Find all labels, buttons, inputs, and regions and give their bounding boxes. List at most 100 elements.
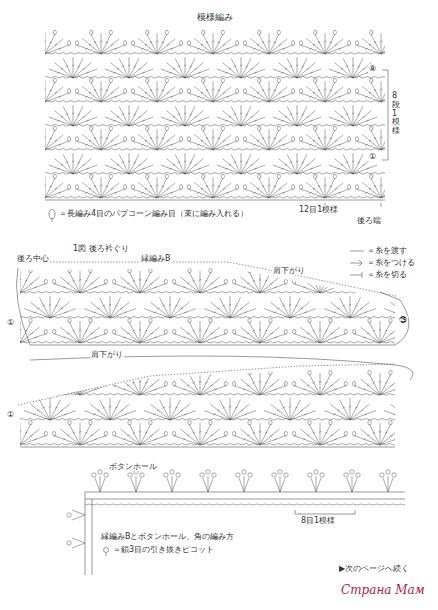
chain-arcs: [10, 342, 410, 344]
edging-stitch: [383, 476, 393, 492]
picot: [278, 470, 282, 474]
edging-stitch: [131, 476, 141, 492]
popcorn-stitch: [344, 279, 347, 284]
fan-stitch: [264, 398, 316, 420]
fan-stitch: [0, 423, 46, 445]
popcorn-stitch: [404, 381, 407, 386]
fan-stitch: [105, 153, 153, 174]
popcorn-stitch: [353, 431, 356, 436]
popcorn-stitch: [104, 279, 107, 284]
popcorn-stitch: [149, 268, 152, 273]
fan-stitch: [385, 153, 386, 174]
fan-stitch: [414, 373, 438, 395]
fan-stitch: [133, 81, 181, 102]
popcorn-stitch: [333, 30, 336, 35]
popcorn-stitch: [277, 30, 280, 35]
picot: [128, 473, 132, 477]
popcorn-stitch: [187, 185, 190, 190]
popcorn-stitch: [180, 89, 183, 94]
popcorn-stitch: [404, 431, 407, 436]
popcorn-stitch: [104, 381, 107, 386]
fan-stitch: [54, 423, 106, 445]
edge-note: 後ろ端: [356, 216, 382, 225]
popcorn-stitch: [292, 41, 295, 46]
popcorn-stitch: [277, 78, 280, 83]
picot: [350, 470, 354, 474]
fan-stitch: [414, 321, 438, 343]
edging-stitch: [95, 476, 105, 492]
picot: [176, 473, 180, 477]
popcorn-stitch: [165, 78, 168, 83]
popcorn-stitch: [243, 89, 246, 94]
popcorn-stitch: [308, 318, 311, 323]
popcorn-stitch: [8, 268, 11, 273]
popcorn-stitch: [221, 126, 224, 131]
popcorn-stitch: [128, 268, 131, 273]
shoulder-chart: [0, 370, 438, 445]
popcorn-stitch: [348, 89, 351, 94]
row-number: ①: [368, 152, 377, 161]
fan-stitch: [0, 373, 46, 395]
fan-stitch: [384, 296, 436, 318]
popcorn-stitch: [44, 279, 47, 284]
popcorn-stitch: [368, 420, 371, 425]
popcorn-stitch: [68, 370, 71, 375]
fan-stitch: [204, 398, 256, 420]
chain-arcs: [10, 394, 410, 396]
popcorn-stitch: [89, 318, 92, 323]
neckline-chart: [0, 268, 438, 343]
popcorn-stitch: [389, 370, 392, 375]
popcorn-stitch: [329, 318, 332, 323]
popcorn-stitch: [258, 30, 261, 35]
fan-stitch: [45, 33, 69, 54]
popcorn-stitch: [428, 268, 431, 273]
popcorn-stitch: [248, 318, 251, 323]
chart-frame: [17, 70, 413, 575]
picot: [242, 470, 246, 474]
repeat-note: 8目1模様: [300, 516, 336, 525]
picot: [206, 470, 210, 474]
popcorn-stitch: [113, 381, 116, 386]
popcorn-stitch: [109, 126, 112, 131]
popcorn-stitch: [173, 279, 176, 284]
popcorn-stitch: [299, 185, 302, 190]
popcorn-stitch: [90, 30, 93, 35]
fan-stitch: [144, 398, 196, 420]
edging-stitch: [311, 476, 321, 492]
fan-stitch: [114, 373, 166, 395]
picot: [212, 473, 216, 477]
fan-stitch: [301, 129, 349, 150]
popcorn-stitch: [333, 78, 336, 83]
popcorn-stitch: [149, 318, 152, 323]
popcorn-stitch: [104, 329, 107, 334]
popcorn-stitch: [236, 137, 239, 142]
popcorn-stitch: [128, 370, 131, 375]
popcorn-stitch: [370, 174, 373, 179]
chain-arcs: [45, 125, 385, 127]
popcorn-stitch: [314, 30, 317, 35]
popcorn-stitch: [224, 279, 227, 284]
popcorn-stitch: [53, 174, 56, 179]
popcorn-stitch: [292, 185, 295, 190]
fan-stitch: [385, 105, 386, 126]
part-name: 肩下がり: [272, 266, 306, 275]
popcorn-stitch: [131, 89, 134, 94]
popcorn-stitch: [124, 137, 127, 142]
fan-stitch: [245, 33, 293, 54]
popcorn-stitch: [258, 78, 261, 83]
popcorn-stitch: [299, 137, 302, 142]
fan-stitch: [217, 105, 265, 126]
popcorn-stitch: [224, 431, 227, 436]
figure-title: 縁編みBとボタンホール、角の編み方: [100, 532, 236, 541]
popcorn-stitch: [68, 185, 71, 190]
popcorn-stitch: [233, 279, 236, 284]
popcorn-stitch: [355, 185, 358, 190]
fan-stitch: [45, 129, 69, 150]
fan-stitch: [357, 177, 385, 198]
popcorn-stitch: [221, 78, 224, 83]
fan-stitch: [354, 423, 406, 445]
popcorn-stitch: [209, 268, 212, 273]
popcorn-stitch: [308, 268, 311, 273]
chart-title: 模様編み: [196, 12, 234, 22]
repeat-note: 8段1模様: [391, 92, 401, 136]
